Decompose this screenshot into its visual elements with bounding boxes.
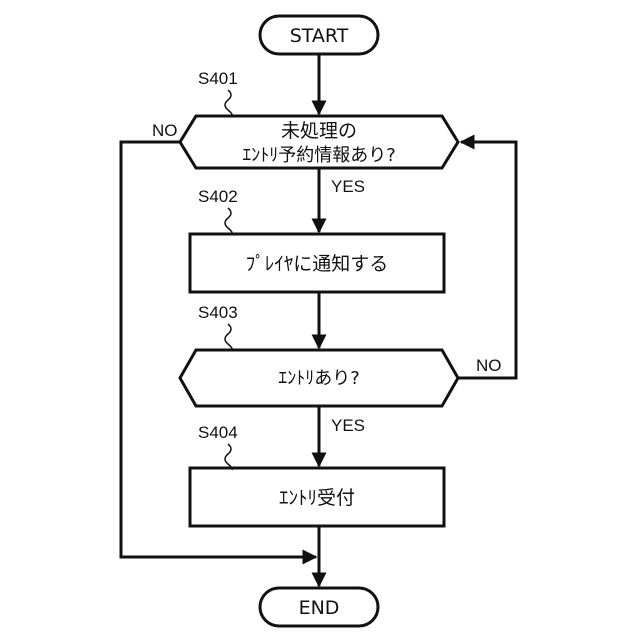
decision-s403-text: ｴﾝﾄﾘあり? — [278, 368, 360, 389]
decision-s401-line1: 未処理の — [281, 120, 357, 142]
step-id-s404: S404 — [198, 423, 238, 442]
process-s402-text: ﾌﾟﾚｲﾔに通知する — [246, 253, 389, 275]
step-id-s401: S401 — [198, 69, 238, 88]
label-s403-no: NO — [476, 356, 502, 375]
leader-s402 — [225, 208, 232, 234]
step-id-s402: S402 — [198, 187, 238, 206]
arrow-s403-no-loop — [458, 142, 516, 378]
step-id-s403: S403 — [198, 303, 238, 322]
label-s403-yes: YES — [331, 416, 365, 435]
process-s404-text: ｴﾝﾄﾘ受付 — [279, 487, 355, 509]
decision-s401-line2: ｴﾝﾄﾘ予約情報あり? — [242, 145, 396, 166]
leader-s404 — [225, 444, 232, 470]
leader-s403 — [225, 324, 232, 350]
start-label: START — [290, 25, 349, 47]
label-s401-yes: YES — [331, 177, 365, 196]
leader-s401 — [225, 90, 232, 116]
label-s401-no: NO — [152, 121, 178, 140]
end-label: END — [299, 597, 340, 619]
